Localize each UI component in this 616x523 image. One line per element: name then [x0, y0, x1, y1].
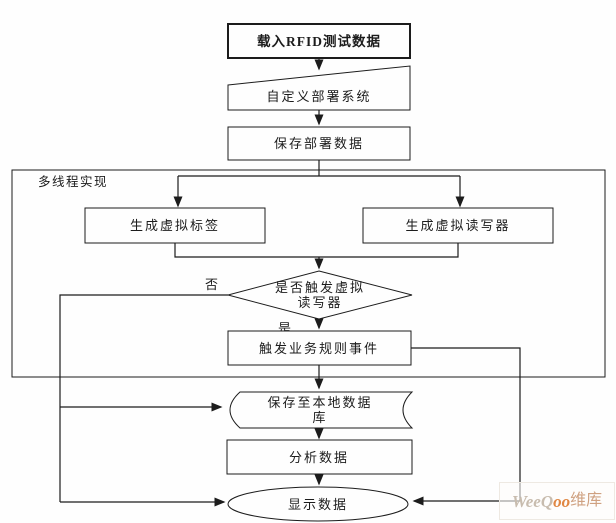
node-save-deploy-data-label: 保存部署数据 — [274, 136, 364, 151]
node-trigger-business-rules-label: 触发业务规则事件 — [259, 341, 379, 356]
node-trigger-business-rules — [227, 330, 412, 366]
watermark-text-weiku: 维库 — [570, 492, 603, 509]
node-custom-deploy-system — [227, 65, 411, 111]
node-save-local-database-label-line1: 保存至本地数据 — [267, 395, 372, 410]
node-save-local-database-label-line2: 库 — [312, 410, 327, 425]
node-analyze-data — [226, 439, 413, 475]
node-generate-virtual-tags — [84, 207, 266, 244]
flow-line-no-branch-rail — [59, 294, 228, 502]
node-generate-virtual-readers — [362, 207, 554, 244]
node-save-deploy-data — [227, 126, 411, 161]
node-load-rfid-data-label: 载入RFID测试数据 — [257, 33, 381, 49]
node-display-data-label: 显示数据 — [288, 497, 348, 512]
node-decision-label-line2: 读写器 — [297, 295, 342, 310]
flow-line-trigger-right-rail — [411, 347, 521, 501]
node-decision-label-line1: 是否触发虚拟 — [275, 280, 365, 295]
node-display-data — [227, 486, 409, 522]
node-generate-virtual-readers-label: 生成虚拟读写器 — [405, 218, 510, 233]
watermark-text-oo: oo — [553, 491, 571, 511]
decision-branch-label-no: 否 — [205, 277, 220, 292]
node-generate-virtual-tags-label: 生成虚拟标签 — [130, 218, 220, 233]
multithread-container-label: 多线程实现 — [38, 174, 108, 189]
node-analyze-data-label: 分析数据 — [289, 450, 349, 465]
node-custom-deploy-system-label: 自定义部署系统 — [266, 89, 371, 104]
watermark-text-weeq: WeeQ — [511, 491, 554, 511]
flow-line-generators-join — [174, 243, 459, 258]
node-save-local-database — [229, 391, 414, 429]
